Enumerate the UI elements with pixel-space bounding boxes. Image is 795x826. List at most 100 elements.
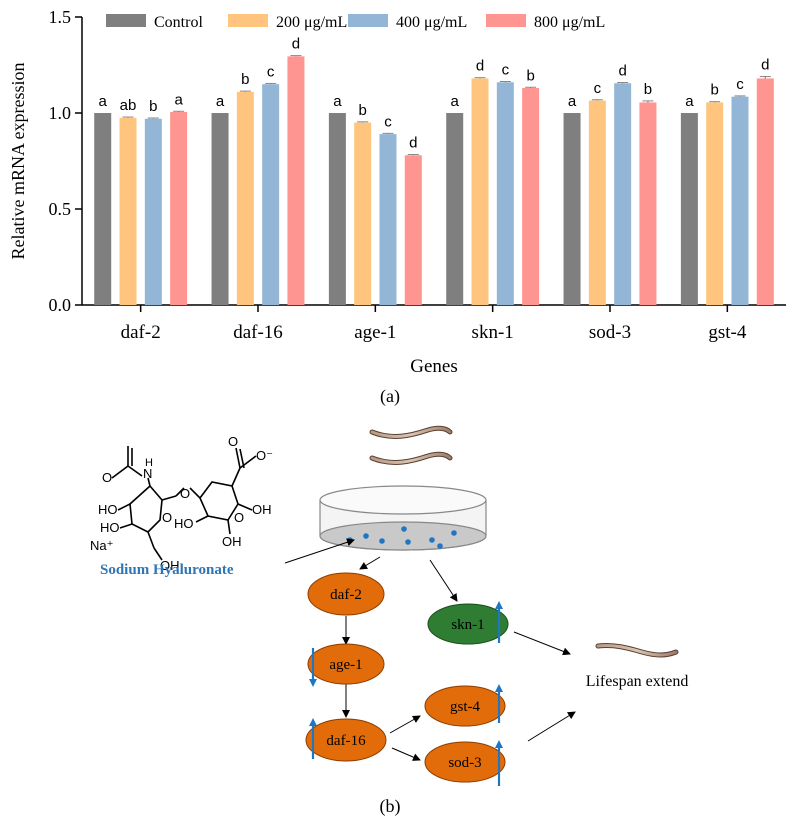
bar [170,112,188,305]
structure-label-oh3: HO [100,520,120,535]
significance-label: c [594,80,602,97]
lifespan-worm-icon [595,643,679,658]
x-tick-label: gst-4 [708,322,747,343]
y-tick-label: 0.5 [49,199,72,219]
bar [614,83,632,306]
y-tick-label: 0.0 [49,295,72,315]
bar [119,117,137,305]
structure-label-oh4: OH [252,502,272,517]
node-sod-3: sod-3 [424,741,506,783]
x-axis-label: Genes [410,356,457,377]
significance-label: a [451,93,460,110]
node-gst-4: gst-4 [424,685,506,727]
bar [94,113,112,305]
x-tick-label: sod-3 [589,322,631,343]
significance-label: b [526,67,534,84]
bar [404,155,422,305]
significance-label: d [761,57,769,74]
bar [522,88,540,305]
structure-label-o-ring1: O [162,510,172,525]
bar [563,113,581,305]
outcome-label: Lifespan extend [586,673,689,690]
legend-label: Control [154,14,203,31]
significance-label: c [736,76,744,93]
structure-labels: O N H O O O O O⁻ HO HO OH HO OH OH Na⁺ [90,434,273,573]
x-tick-label: age-1 [354,322,396,343]
node-daf-16-label: daf-16 [326,733,366,749]
node-age-1-label: age-1 [329,657,362,673]
significance-label: a [216,93,225,110]
legend-label: 200 μg/mL [276,14,347,31]
bar [328,113,346,305]
structure-label-na: Na⁺ [90,538,113,553]
node-age-1: age-1 [307,643,385,685]
x-tick-label: daf-2 [121,322,161,343]
y-tick-label: 1.0 [49,103,72,123]
structure-label-o-link: O [180,486,190,501]
bar [287,56,305,305]
significance-label: a [568,93,577,110]
node-skn-1: skn-1 [427,603,509,645]
legend-swatch [486,14,526,27]
significance-label: d [476,58,484,75]
pathway-arrows [284,538,576,761]
bar [262,84,280,305]
structure-label-n: N [143,466,152,481]
legend-swatch [228,14,268,27]
node-daf-16: daf-16 [305,718,387,762]
bar [471,78,489,305]
hyaluronate-structure [111,446,257,561]
bar [496,82,514,305]
significance-label: c [267,63,275,80]
compound-name: Sodium Hyaluronate [100,562,234,578]
x-tick-label: daf-16 [233,322,283,343]
significance-label: a [99,93,108,110]
significance-label: b [149,98,157,115]
significance-label: d [409,134,417,151]
worm-icon [369,425,453,465]
bar [144,118,162,305]
node-daf-2: daf-2 [307,572,385,616]
bar [236,91,254,305]
structure-label-o-ring2: O [234,510,244,525]
bar [756,78,774,305]
structure-label-oh1: HO [98,502,118,517]
legend-label: 800 μg/mL [534,14,605,31]
y-tick-label: 1.5 [49,7,72,27]
significance-label: c [502,62,510,79]
significance-label: c [384,113,392,130]
significance-label: d [292,36,300,53]
legend-label: 400 μg/mL [396,14,467,31]
significance-label: b [241,71,249,88]
significance-label: a [174,91,183,108]
mechanism-diagram: O N H O O O O O⁻ HO HO OH HO OH OH Na⁺ S… [90,425,689,786]
significance-label: b [711,82,719,99]
bar [354,122,372,305]
legend-swatch [348,14,388,27]
significance-label: b [359,102,367,119]
structure-label-carboxylate: O⁻ [256,448,273,463]
panel-a-label: (a) [380,386,400,407]
node-skn-1-label: skn-1 [451,617,484,633]
legend-swatch [106,14,146,27]
significance-label: a [333,93,342,110]
bar [211,113,229,305]
significance-label: ab [120,97,137,114]
structure-label-oh5: OH [222,534,242,549]
regulation-arrows [309,601,503,786]
structure-label-oh2: OH [160,558,180,573]
bar [706,102,724,305]
structure-label-o-carbonyl: O [228,434,238,449]
x-tick-label: skn-1 [472,322,514,343]
node-sod-3-label: sod-3 [448,755,481,771]
bar [588,100,606,306]
significance-label: a [685,93,694,110]
bar [639,102,657,305]
y-axis-label: Relative mRNA expression [8,63,28,260]
node-gst-4-label: gst-4 [450,699,481,715]
node-daf-2-label: daf-2 [330,587,362,603]
panel-b-label: (b) [380,796,401,817]
structure-label-ho-ring: HO [174,516,194,531]
